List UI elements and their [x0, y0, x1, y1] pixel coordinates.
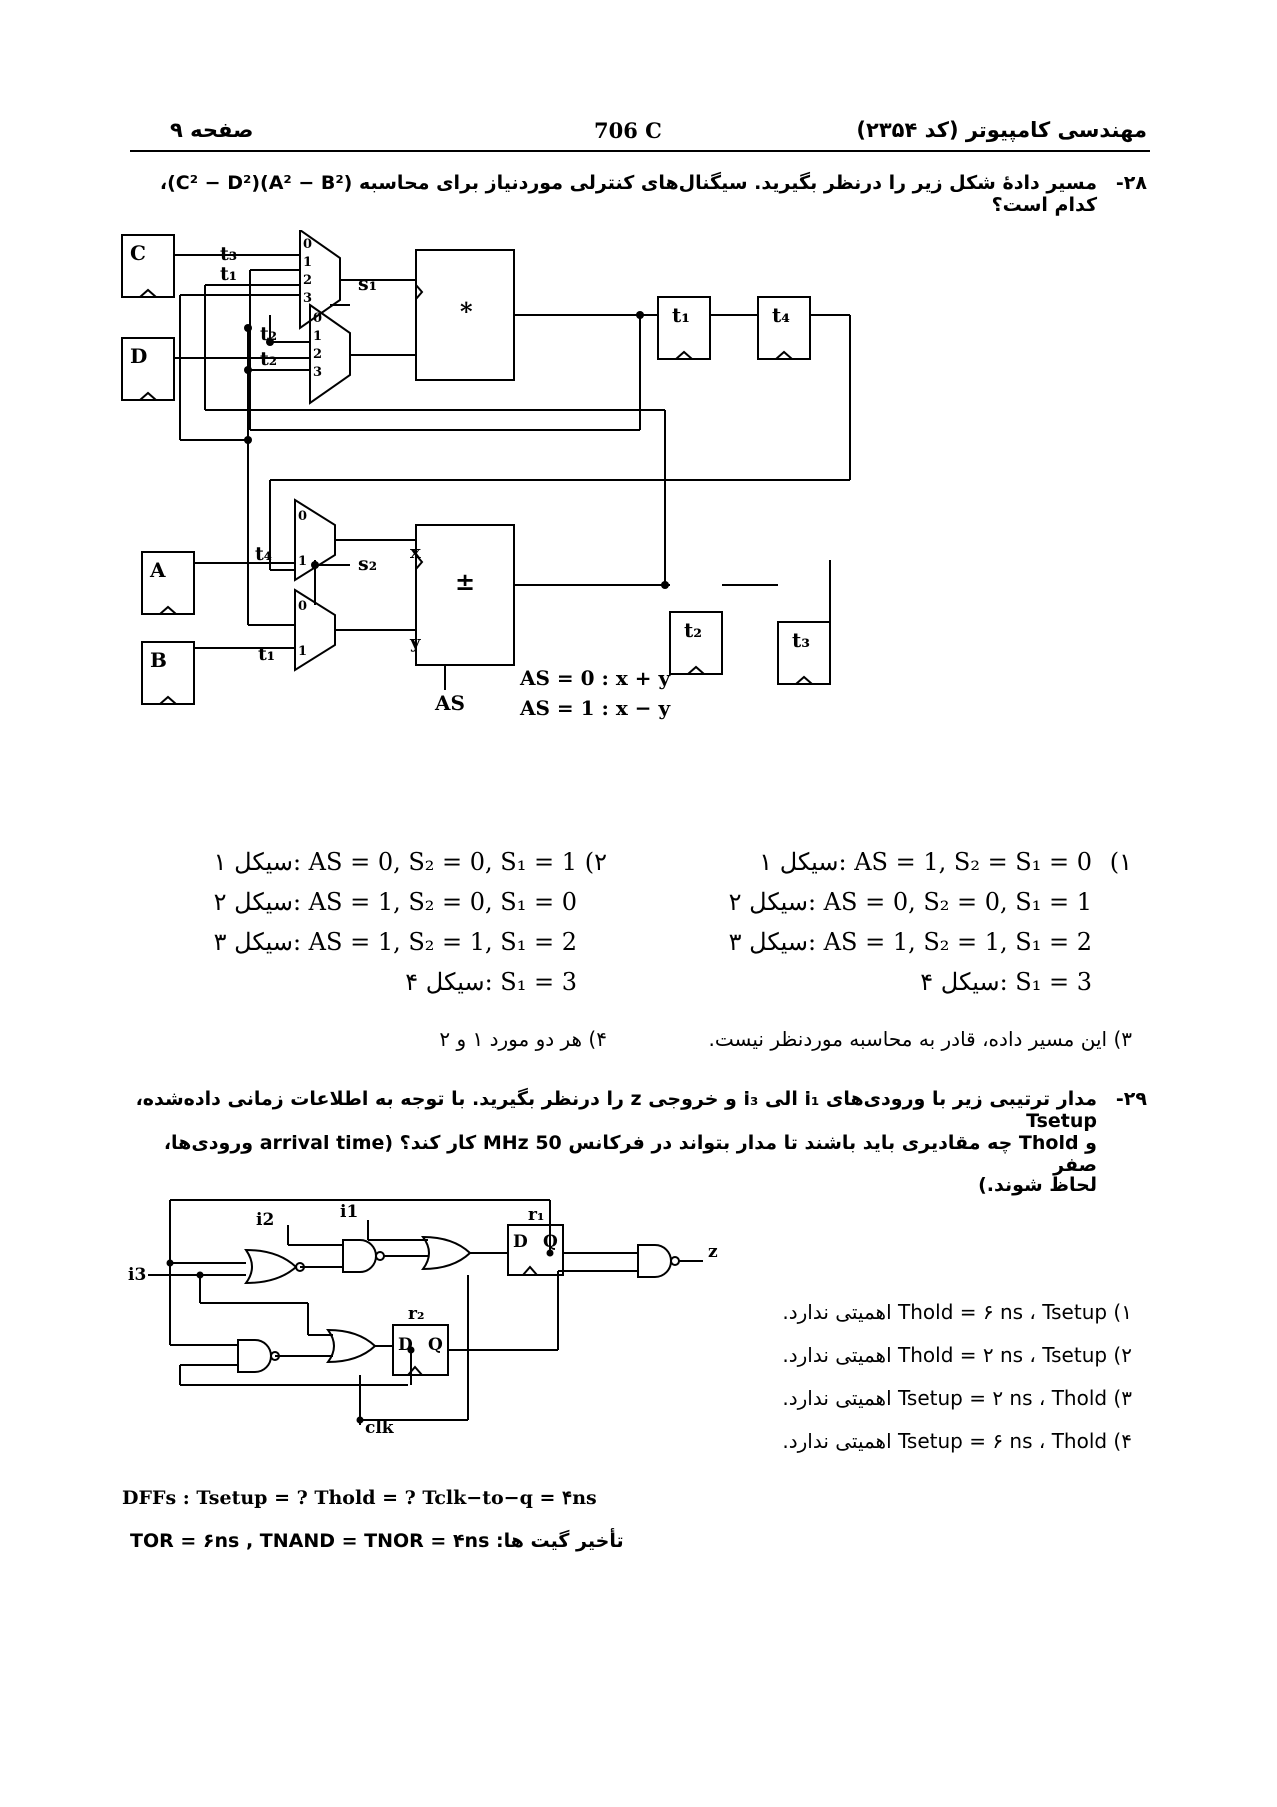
mux2-in0: 0	[313, 311, 322, 326]
q29-line1: مدار ترتیبی زیر با ورودی‌های i₁ الی i₃ و…	[135, 1088, 1097, 1132]
alu-x: x	[410, 542, 421, 563]
q28-opt2-line4: S₁ = 3 :سیکل ۴	[405, 968, 577, 996]
q28-opt3[interactable]: ۳) این مسیر داده، قادر به محاسبه موردنظر…	[708, 1027, 1132, 1051]
mux-select-s2: s₂	[358, 553, 377, 575]
input-i3: i3	[128, 1265, 146, 1285]
booklet-code: 706 C	[594, 118, 662, 143]
mux1-in1: 1	[303, 255, 312, 270]
r2-q: Q	[428, 1335, 443, 1355]
q28-opt2-num[interactable]: ۲)	[584, 848, 607, 876]
mult-op: *	[460, 297, 473, 326]
r1-q: Q	[543, 1232, 558, 1252]
wire-label-t2a: t₂	[260, 323, 277, 345]
reg-c-label: C	[130, 241, 146, 265]
q28-opt1-num[interactable]: ۱)	[1109, 848, 1132, 876]
reg-d-label: D	[130, 344, 147, 368]
wire-label-t4: t₄	[255, 543, 272, 565]
q29-opt3[interactable]: ۳) Tsetup = ۲ ns ، Thold اهمیتی ندارد.	[782, 1386, 1132, 1410]
q28-opt2-line2: AS = 1, S₂ = 0, S₁ = 0 :سیکل ۲	[213, 888, 577, 916]
q28-opt4[interactable]: ۴) هر دو مورد ۱ و ۲	[439, 1027, 607, 1051]
nand-gate-2	[237, 1339, 272, 1373]
q28-opt1-line2: AS = 0, S₂ = 0, S₁ = 1 :سیکل ۲	[728, 888, 1092, 916]
alu-y: y	[409, 632, 421, 653]
mux2-in2: 2	[313, 347, 322, 362]
wire-label-t3: t₃	[220, 243, 237, 265]
reg-t3	[777, 621, 831, 685]
sequential-circuit: i2 i1 i3 z clk r₁ r₂ D Q D Q	[128, 1199, 718, 1438]
q29-opt4[interactable]: ۴) Tsetup = ۶ ns ، Thold اهمیتی ندارد.	[782, 1429, 1132, 1453]
input-i2: i2	[256, 1210, 274, 1230]
nand-gate-1	[342, 1239, 377, 1273]
reg-t1-top	[657, 296, 711, 360]
nor-gate-1	[244, 1248, 298, 1285]
reg-b	[141, 641, 195, 705]
q28-number: ۲۸-	[1115, 172, 1147, 194]
gate-delay-note: تأخیر گیت ها: TOR = ۶ns , TNAND = TNOR =…	[130, 1530, 624, 1552]
page-label: صفحه ۹	[170, 118, 254, 142]
q29-number: ۲۹-	[1115, 1088, 1147, 1110]
reg-t2-label: t₂	[684, 618, 702, 642]
reg-t1-label: t₁	[672, 303, 690, 327]
alu-addsub	[415, 524, 515, 666]
reg-c	[121, 234, 175, 298]
clock-label: clk	[365, 1418, 395, 1438]
dff-timing-note: DFFs : Tsetup = ? Thold = ? Tclk−to−q = …	[122, 1487, 597, 1509]
reg-a	[141, 551, 195, 615]
or-gate-2	[326, 1328, 377, 1364]
as-note-1: AS = 1 : x − y	[519, 696, 671, 720]
mux1-in0: 0	[303, 237, 312, 252]
q29-line2: و Thold چه مقادیری باید باشند تا مدار بت…	[163, 1132, 1097, 1176]
dff-r2-label: r₂	[408, 1304, 424, 1324]
mux1-in3: 3	[303, 291, 312, 306]
q29-line3: لحاظ شوند.)	[978, 1174, 1097, 1196]
reg-t4-label: t₄	[772, 303, 790, 327]
mux-4	[294, 588, 336, 672]
dff-r1	[507, 1224, 564, 1276]
reg-t4	[757, 296, 811, 360]
q28-opt1-line3: AS = 1, S₂ = 1, S₁ = 2 :سیکل ۳	[728, 928, 1092, 956]
nand-gate-out	[637, 1244, 672, 1278]
output-z: z	[708, 1242, 718, 1262]
or-gate-1	[421, 1235, 472, 1271]
wire-label-t1: t₁	[220, 263, 237, 285]
r1-d: D	[513, 1232, 528, 1252]
reg-a-label: A	[149, 558, 166, 582]
alu-ctrl: AS	[434, 691, 465, 715]
wire-label-t2b: t₂	[260, 348, 277, 370]
header-rule	[130, 150, 1150, 152]
mux2-in3: 3	[313, 365, 322, 380]
q28-opt1-line4: S₁ = 3 :سیکل ۴	[920, 968, 1092, 996]
q28-text: مسیر دادهٔ شکل زیر را درنظر بگیرید. سیگن…	[159, 172, 1097, 216]
q28-opt1-line1: AS = 1, S₂ = S₁ = 0 :سیکل ۱	[759, 848, 1092, 876]
input-i1: i1	[340, 1202, 358, 1222]
mux-select-s1: s₁	[358, 273, 377, 295]
q28-opt2-line3: AS = 1, S₂ = 1, S₁ = 2 :سیکل ۳	[213, 928, 577, 956]
mux4-in0: 0	[298, 599, 307, 614]
mux2-in1: 1	[313, 329, 322, 344]
dff-r1-label: r₁	[528, 1205, 544, 1225]
mux4-in1: 1	[298, 644, 307, 659]
reg-b-label: B	[150, 648, 167, 672]
exam-title: مهندسی کامپیوتر (کد ۲۳۵۴)	[856, 118, 1147, 142]
q29-opt1[interactable]: ۱) Thold = ۶ ns ، Tsetup اهمیتی ندارد.	[782, 1300, 1132, 1324]
alu-op: ±	[455, 567, 475, 596]
mux1-in2: 2	[303, 273, 312, 288]
datapath-diagram: C D A B t₁ t₄ t₂ t₃ t₃ t₁ t₂ t₂ t₄ t₁ s₁…	[121, 230, 851, 720]
reg-t3-label: t₃	[792, 628, 810, 652]
mux3-in1: 1	[298, 554, 307, 569]
reg-d	[121, 337, 175, 401]
q29-opt2[interactable]: ۲) Thold = ۲ ns ، Tsetup اهمیتی ندارد.	[782, 1343, 1132, 1367]
r2-d: D	[398, 1335, 413, 1355]
reg-t2-bot	[669, 611, 723, 675]
as-note-0: AS = 0 : x + y	[519, 666, 671, 690]
q28-opt2-line1: AS = 0, S₂ = 0, S₁ = 1 :سیکل ۱	[213, 848, 577, 876]
mux-3	[294, 498, 336, 582]
wire-label-t1b: t₁	[258, 643, 275, 665]
mux3-in0: 0	[298, 509, 307, 524]
